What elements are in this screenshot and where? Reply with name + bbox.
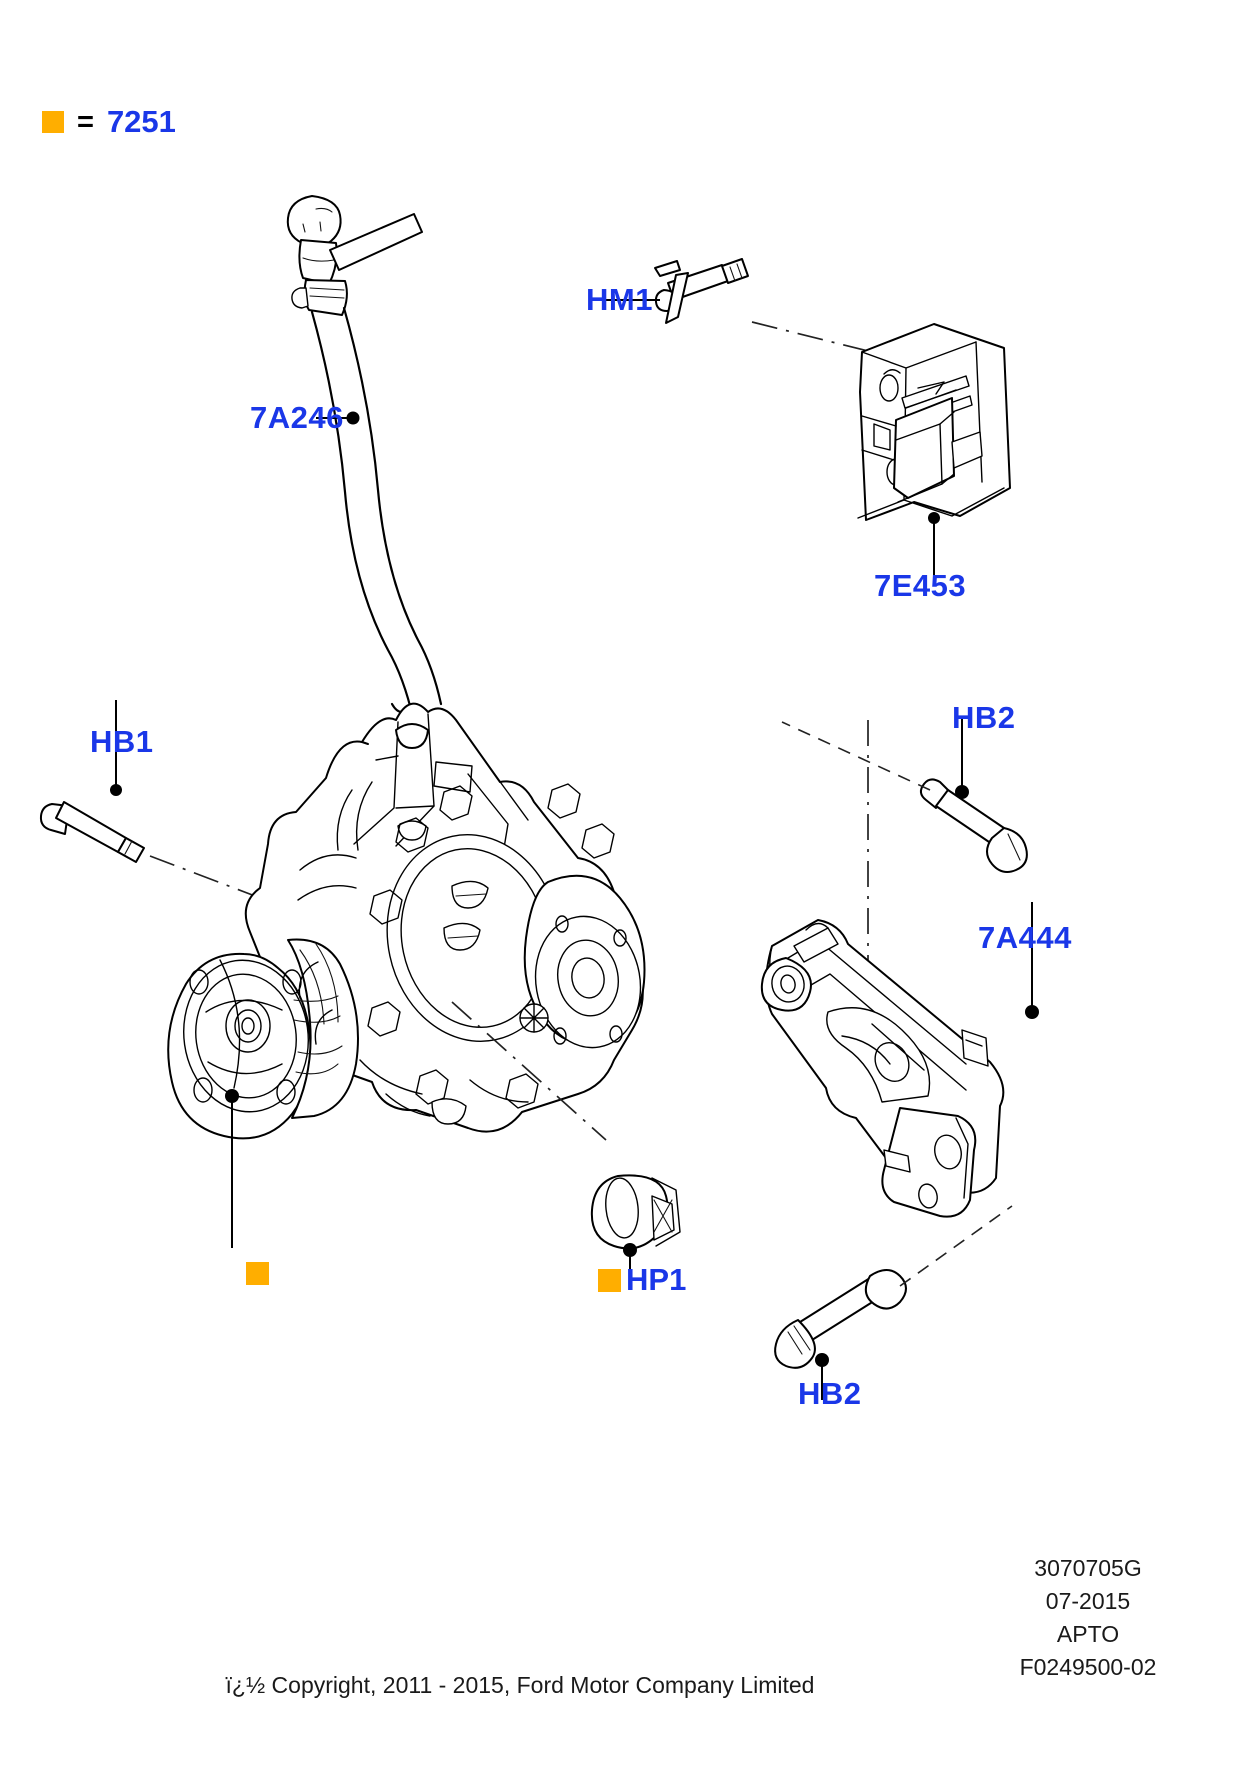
part-HB1-bolt	[39, 700, 361, 937]
drawing-section-code: APTO	[1056, 1621, 1120, 1647]
callout-7E453[interactable]: 7E453	[874, 568, 967, 603]
callout-7A444[interactable]: 7A444	[978, 920, 1072, 955]
orange-square-icon	[42, 111, 64, 133]
part-7E453-connector-bracket	[857, 323, 1011, 578]
callout-HP1[interactable]: HP1	[598, 1262, 686, 1298]
callout-HP1-label: HP1	[626, 1262, 687, 1297]
legend-equals-sign: =	[77, 105, 94, 138]
part-7251-transfer-case-housing	[167, 702, 646, 1248]
drawing-date: 07-2015	[1045, 1588, 1131, 1614]
drawing-number: 3070705G	[1034, 1555, 1142, 1581]
legend-key: = 7251	[42, 104, 176, 140]
copyright-notice: ï¿½ Copyright, 2011 - 2015, Ford Motor C…	[225, 1672, 815, 1698]
drawing-figure-number: F0249500-02	[1019, 1654, 1157, 1680]
callout-HB2-lower[interactable]: HB2	[798, 1376, 862, 1411]
callout-HB2-upper[interactable]: HB2	[952, 700, 1016, 735]
part-HB2-bolt-lower	[774, 1205, 1013, 1400]
orange-square-icon	[598, 1268, 621, 1292]
part-7A246-filler-tube	[286, 195, 443, 830]
callout-HM1[interactable]: HM1	[586, 282, 653, 317]
callout-HB1[interactable]: HB1	[90, 724, 154, 759]
callout-7A246[interactable]: 7A246	[250, 400, 344, 435]
legend-part-code: 7251	[106, 104, 176, 139]
callout-7251-marker-square[interactable]	[246, 1262, 269, 1285]
drawing-info-block: 3070705G 07-2015 APTO F0249500-02	[978, 1552, 1198, 1684]
